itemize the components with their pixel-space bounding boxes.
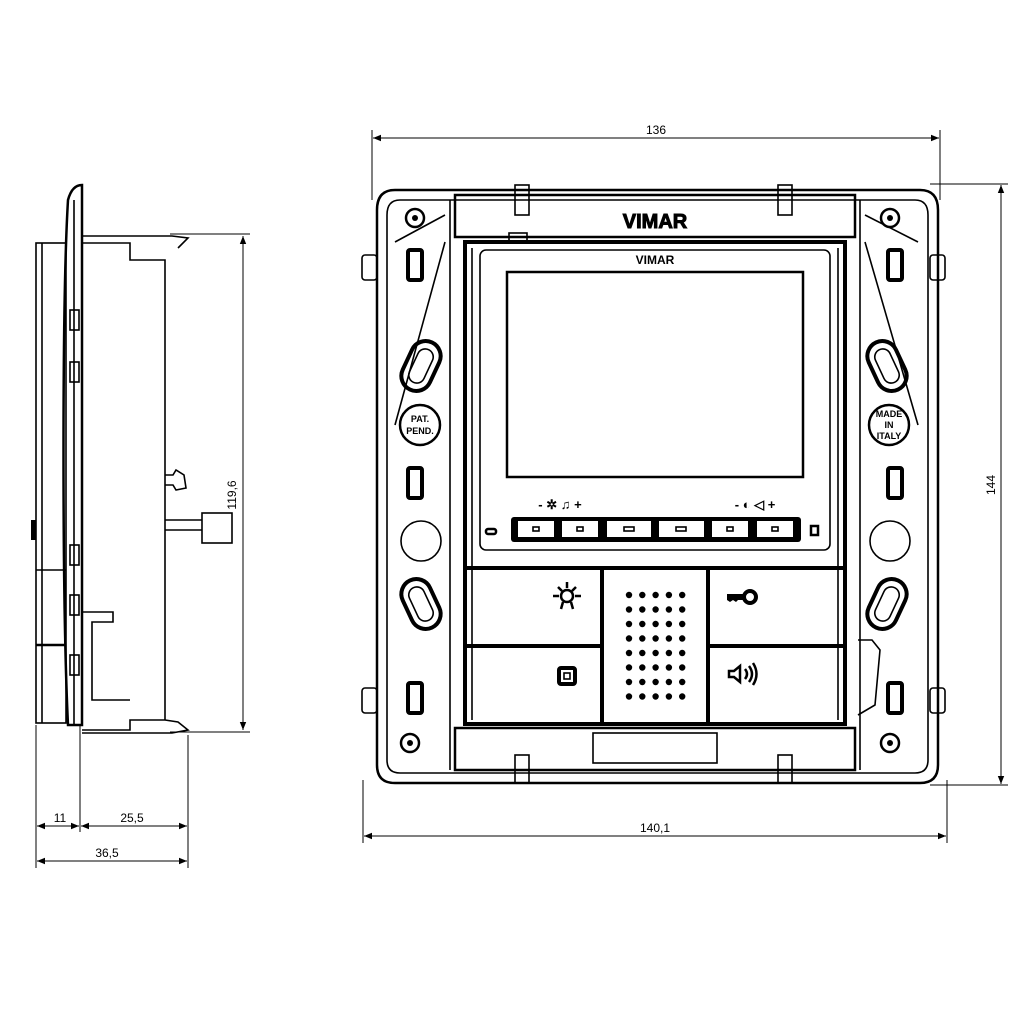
intercom-icon <box>557 666 577 686</box>
grille-hole <box>679 591 686 599</box>
grille-hole <box>652 591 659 599</box>
bottom-plate <box>453 726 857 772</box>
grille-hole <box>625 635 633 642</box>
front-view: VIMAR <box>361 123 1008 843</box>
led-right <box>809 524 820 537</box>
volume-minus-button[interactable] <box>712 521 748 537</box>
grille-hole <box>625 693 633 700</box>
grille-hole <box>625 664 633 671</box>
function-button-4[interactable] <box>659 521 704 537</box>
dimension-side-depth-total: 36,5 <box>95 846 119 860</box>
brightness-plus-button[interactable] <box>562 521 598 537</box>
side-box <box>82 235 190 734</box>
side-view: 119,6 11 25,5 36,5 <box>31 183 250 868</box>
grille-hole <box>652 678 659 686</box>
volume-plus-button[interactable] <box>757 521 793 537</box>
door-unlock-button[interactable] <box>710 570 840 644</box>
svg-text:MADE: MADE <box>876 409 903 419</box>
grille-hole <box>639 620 646 628</box>
side-connector <box>201 512 233 544</box>
grille-hole <box>639 649 646 657</box>
dimension-front-height: 144 <box>984 475 998 495</box>
dimension-side-depth-back: 25,5 <box>120 811 144 825</box>
grille-hole <box>652 606 659 613</box>
grille-hole <box>625 606 633 613</box>
side-clip <box>165 468 187 491</box>
brightness-ringtone-label: - ✲ ♫ + <box>538 497 582 512</box>
keypad <box>467 566 843 722</box>
grille-hole <box>652 649 659 657</box>
svg-text:IN: IN <box>885 420 894 430</box>
grille-hole <box>679 635 686 642</box>
grille-hole <box>639 606 646 613</box>
grille-hole <box>665 606 673 613</box>
brightness-minus-button[interactable] <box>518 521 554 537</box>
side-frame <box>62 183 84 727</box>
grille-hole <box>665 591 673 599</box>
grille-hole <box>665 664 673 671</box>
grille-hole <box>665 635 673 642</box>
grille-hole <box>625 620 633 628</box>
function-button-3[interactable] <box>607 521 651 537</box>
device-body <box>463 240 847 726</box>
plate-logo: VIMAR <box>623 211 688 233</box>
grille-hole <box>665 693 673 700</box>
dimension-front-width: 136 <box>646 123 666 137</box>
dimension-side-depth-front: 11 <box>54 811 67 825</box>
top-plate <box>453 193 857 239</box>
device-logo: VIMAR <box>636 253 675 267</box>
svg-text:ITALY: ITALY <box>877 431 902 441</box>
dimension-frame-width: 140,1 <box>640 821 670 835</box>
label-slot <box>592 732 718 764</box>
side-front-cover <box>35 242 67 724</box>
speaker-icon <box>727 662 758 686</box>
badge-pat-pend: PAT. PEND. <box>398 403 442 447</box>
svg-text:PEND.: PEND. <box>406 426 434 436</box>
grille-hole <box>652 620 659 628</box>
outer-frame <box>375 188 940 785</box>
side-button <box>31 520 36 540</box>
grille-hole <box>679 620 686 628</box>
oval-mounting-holes <box>399 339 909 631</box>
grille-hole <box>652 635 659 642</box>
grille-hole <box>639 664 646 671</box>
badge-made-in-italy: MADE IN ITALY <box>867 403 911 447</box>
svg-text:PAT.: PAT. <box>411 414 429 424</box>
led-left <box>484 527 498 536</box>
grille-hole <box>679 649 686 657</box>
grille-hole <box>652 693 659 700</box>
grille-hole <box>665 649 673 657</box>
light-icon <box>553 582 581 610</box>
grille-hole <box>625 678 633 686</box>
grille-hole <box>652 664 659 671</box>
speak-button[interactable] <box>710 648 840 722</box>
intercom-button[interactable] <box>470 648 600 722</box>
grille-hole <box>639 678 646 686</box>
grille-hole <box>665 678 673 686</box>
grille-hole <box>679 664 686 671</box>
display-screen <box>505 270 805 479</box>
grille-hole <box>665 620 673 628</box>
grille-hole <box>639 693 646 700</box>
dimension-side-height: 119,6 <box>225 480 239 509</box>
grille-hole <box>639 591 646 599</box>
speaker-grille <box>625 591 686 700</box>
light-button[interactable] <box>470 570 600 644</box>
grille-hole <box>679 606 686 613</box>
grille-hole <box>625 649 633 657</box>
contrast-volume-label: - ◐ ◁ + <box>735 497 776 512</box>
grille-hole <box>639 635 646 642</box>
function-buttons <box>484 517 820 542</box>
grille-hole <box>679 678 686 686</box>
grille-hole <box>679 693 686 700</box>
grille-hole <box>625 591 633 599</box>
screw-holes <box>399 207 901 754</box>
key-icon <box>727 589 758 605</box>
